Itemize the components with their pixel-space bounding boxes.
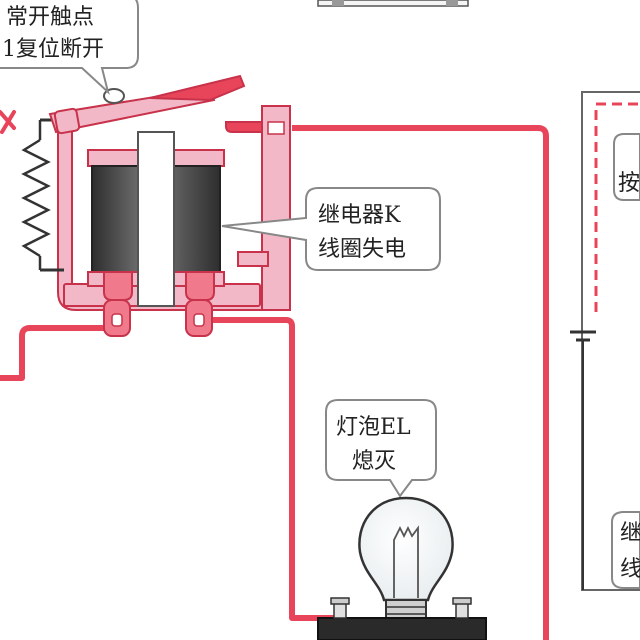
wire-top-right <box>292 125 549 640</box>
coil-terminal-right <box>185 271 215 337</box>
open-mark-icon <box>0 110 16 134</box>
socket-screw-right <box>452 597 472 619</box>
callout-contact: 常开触点 1复位断开 <box>0 0 139 96</box>
iron-core <box>137 131 175 307</box>
callout-relay: 继电器K 线圈失电 <box>221 187 441 271</box>
coil-terminal-left <box>103 271 133 337</box>
bulb-glass <box>358 496 454 602</box>
fixed-contact <box>225 105 291 311</box>
relay-k <box>0 74 291 337</box>
contact-callout-line1: 常开触点 <box>6 5 94 30</box>
right-bottom-fragment-text2: 线 <box>620 557 640 582</box>
light-bulb-el <box>317 496 487 640</box>
bulb-socket <box>317 617 487 640</box>
top-edge-fragment <box>317 0 469 7</box>
bulb-filament <box>393 525 419 598</box>
dashed-control-line <box>594 102 640 312</box>
right-circuit-fragment: 按 继 线 <box>570 91 640 591</box>
right-bottom-fragment-text1: 继 <box>620 521 640 546</box>
relay-callout-line2: 线圈失电 <box>318 237 406 262</box>
contact-callout-line2: 1复位断开 <box>2 37 104 62</box>
socket-screw-left <box>330 597 350 619</box>
wire-to-bulb <box>200 317 336 621</box>
callout-bulb: 灯泡EL 熄灭 <box>325 399 437 498</box>
bulb-callout-line1: 灯泡EL <box>336 415 411 440</box>
relay-callout-line1: 继电器K <box>318 203 401 228</box>
wire-left-loop <box>0 325 121 381</box>
right-top-fragment-text: 按 <box>618 171 640 196</box>
relay-armature <box>48 74 246 135</box>
bulb-callout-line2: 熄灭 <box>352 449 396 474</box>
